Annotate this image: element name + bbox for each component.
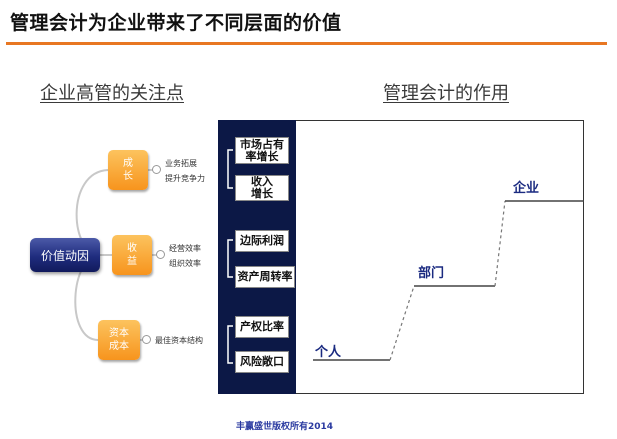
bracket-capital [227, 325, 233, 364]
metrics-band [218, 120, 296, 394]
slide-title: 管理会计为企业带来了不同层面的价值 [10, 12, 342, 34]
detail-label-profit: 经营效率 组织效率 [169, 244, 201, 268]
left-section-heading: 企业高管的关注点 [40, 83, 184, 104]
branch-node-growth: 成 长 [108, 150, 148, 190]
metric-revenue-growth: 收入 增长 [235, 175, 289, 201]
metric-marginal-profit: 边际利润 [235, 230, 289, 252]
expand-circle-capital [142, 335, 151, 344]
metric-asset-turnover: 资产周转率 [235, 266, 295, 288]
metric-risk-exposure: 风险敞口 [235, 351, 289, 373]
copyright-footer: 丰赢盛世版权所有2014 [236, 422, 334, 432]
level-label-individual: 个人 [315, 345, 342, 360]
title-divider [6, 42, 607, 45]
expand-circle-growth [152, 165, 161, 174]
branch-node-profit: 收 益 [112, 235, 152, 275]
riser-dept-enterprise [494, 200, 506, 287]
bracket-growth [227, 149, 233, 189]
level-label-department: 部门 [418, 266, 445, 281]
riser-individual-dept [389, 285, 415, 361]
expand-circle-profit [156, 250, 165, 259]
detail-label-capital: 最佳资本结构 [155, 336, 203, 345]
root-node-value-driver: 价值动因 [30, 238, 100, 272]
metric-equity-ratio: 产权比率 [235, 316, 289, 338]
bracket-profit [227, 239, 233, 278]
branch-node-capital-cost: 资本 成本 [98, 320, 140, 360]
level-label-enterprise: 企业 [513, 181, 540, 196]
detail-label-growth: 业务拓展 提升竞争力 [165, 159, 205, 183]
levels-chart-frame [296, 120, 584, 394]
right-section-heading: 管理会计的作用 [383, 83, 509, 104]
metric-market-share: 市场占有 率增长 [235, 137, 289, 164]
